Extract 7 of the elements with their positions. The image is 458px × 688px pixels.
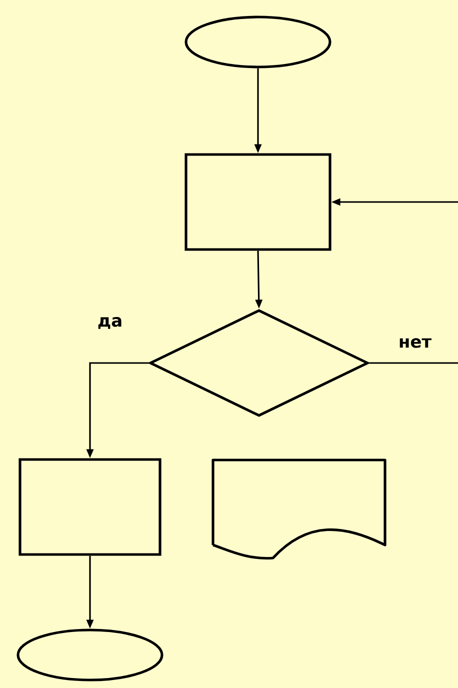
process-box [184, 153, 332, 251]
document-shape [212, 458, 386, 560]
terminal-ellipse [16, 628, 164, 682]
process-box [18, 458, 162, 556]
terminal-ellipse [184, 16, 332, 68]
edge-label: нет [400, 338, 432, 348]
edge-label: да [98, 317, 122, 329]
